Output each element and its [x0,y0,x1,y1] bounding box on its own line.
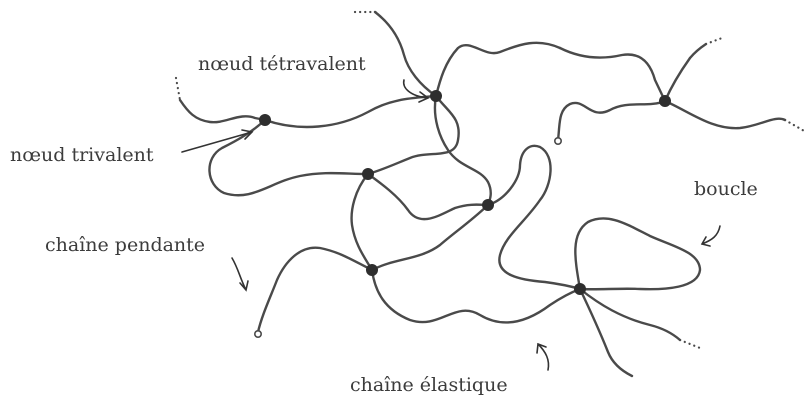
label-boucle: boucle [694,180,758,199]
label-chaine-elastique: chaîne élastique [350,376,508,395]
node-trivalent-center [482,199,494,211]
label-noeud-trivalent: nœud trivalent [10,146,154,165]
dots-left [176,78,180,100]
arrow-boucle [702,226,720,246]
node-trivalent-middle [362,168,374,180]
chain-trivalent-center-up [435,96,491,205]
node-trivalent-left [259,114,271,126]
chain-right-top-dots-lead [690,44,706,58]
chain-left-to-trivalent [180,100,265,122]
chain-elastic [372,270,580,322]
dots-right [785,120,806,132]
label-noeud-tetravalent: nœud tétravalent [198,55,366,74]
node-tetravalent-right [659,95,671,107]
pendant-end-right [555,138,561,144]
chain-trivalent-loop-down [209,120,368,195]
chain-right-pendant-loop [558,101,665,140]
arrow-chaine-elastique [537,344,549,370]
dots-top-right [706,38,722,44]
arrow-chaine-pendante [232,258,248,290]
chain-trivalent-center-right-up [488,146,580,289]
chain-middle-to-trivalent-center [368,174,488,219]
node-tetravalent-loop [574,283,586,295]
chain-top-to-tetravalent-right [560,48,665,101]
dots-bottom-right [680,340,700,348]
label-chaine-pendante: chaîne pendante [45,236,205,255]
arrow-noeud-trivalent [182,130,252,152]
chain-lower-right [580,289,680,340]
chain-trivalent-center-to-lower [372,205,488,270]
chain-trivalent-to-tetravalent-left [265,96,436,127]
node-tetravalent-top [430,90,442,102]
pendant-end-left [255,331,261,337]
chain-top-to-tetravalent-left [375,12,436,96]
chain-right-long [665,101,785,128]
chain-tetravalent-to-middle [368,96,459,174]
node-tetravalent-lower [366,264,378,276]
chain-right-top [665,58,690,101]
chain-tetravalent-left-up [436,43,560,96]
chain-lower-right-branch [580,289,632,376]
chain-pendant-left [258,248,372,332]
chain-loop-boucle [575,218,700,289]
chain-middle-down [352,174,372,270]
